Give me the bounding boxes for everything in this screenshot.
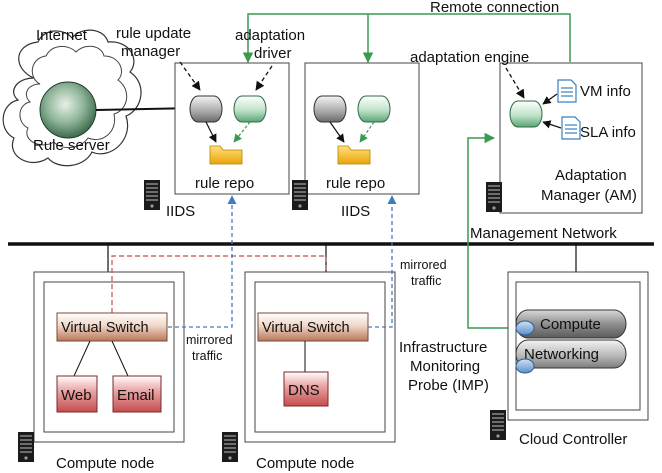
rule-repo-label-2: rule repo [326,175,385,192]
internet-label: Internet [36,27,88,44]
driver-to-repo-arrow [233,121,251,143]
iids-server-icon-2 [292,180,308,210]
adaptation-driver-label-line1: adaptation [235,27,305,44]
am-label-line1: Adaptation [555,167,627,184]
rum-to-repo-arrow [205,121,217,143]
dns-vm-label: DNS [288,382,320,399]
driver-pointer [255,65,273,91]
rule-update-manager-node [189,95,223,123]
sla-info-doc-icon [561,116,581,140]
networking-service-label: Networking [524,346,599,363]
adaptation-engine-label: adaptation engine [410,49,529,66]
adaptation-driver-node [233,95,267,123]
virtual-switch-1-label: Virtual Switch [61,320,149,336]
iids-server-icon-1 [144,180,160,210]
cloud-controller-server-icon [490,410,506,440]
compute-node-2-inner [254,281,386,433]
vs1-web-link [73,340,91,377]
virtual-switch-2-label: Virtual Switch [262,320,350,336]
rum-to-repo-arrow-2 [329,121,345,143]
bus-drops [107,244,577,272]
rule-update-manager-node-2 [313,95,347,123]
compute-node-2-label: Compute node [256,455,354,472]
engine-pointer [505,67,525,99]
rule-server-sphere [39,81,97,139]
mirrored-traffic-lines [168,195,397,328]
vm-info-arrow [542,93,558,105]
imp-label-line1: Infrastructure [399,339,487,356]
sla-info-label: SLA info [580,124,636,141]
management-network-label: Management Network [470,225,617,242]
adaptation-driver-label-line2: driver [254,45,292,62]
virtual-switch-2 [257,312,369,342]
cloud-controller-label: Cloud Controller [519,431,627,448]
mirrored-traffic-right-line2: traffic [411,274,441,288]
rum-pointer [179,61,201,91]
rule-repo-label-1: rule repo [195,175,254,192]
remote-connection-lines [242,13,571,64]
rule-server-label: Rule server [33,137,110,154]
imp-label-line2: Monitoring [410,358,480,375]
compute-node-2-server-icon [222,432,238,462]
web-vm [56,375,98,413]
rule-update-manager-label-line2: manager [121,43,180,60]
iids-box-2 [304,62,420,195]
imp-probe-dot-networking [515,358,535,374]
iids-label-2: IIDS [341,203,370,220]
dns-vm [283,371,329,407]
imp-connection-line [467,132,518,329]
compute-node-1-server-icon [18,432,34,462]
mirrored-traffic-left-line2: traffic [192,349,222,363]
rule-repo-folder-2 [337,145,371,165]
sla-info-arrow [542,120,562,129]
am-server-icon [486,182,502,212]
adaptation-engine-node [509,100,543,128]
email-vm-label: Email [117,387,155,404]
compute-node-1-label: Compute node [56,455,154,472]
email-vm [112,375,162,413]
remote-connection-label: Remote connection [430,0,559,16]
rule-update-manager-label-line1: rule update [116,25,191,42]
rule-repo-folder-1 [209,145,243,165]
web-vm-label: Web [61,387,92,404]
driver-to-repo-arrow-2 [359,121,375,143]
vm-info-label: VM info [580,83,631,100]
vs1-email-link [111,340,129,377]
imp-probe-dot-compute [515,320,535,336]
imp-label-line3: Probe (IMP) [408,377,489,394]
adaptation-driver-node-2 [357,95,391,123]
am-label-line2: Manager (AM) [541,187,637,204]
compute-service-label: Compute [540,316,601,333]
compute-service-pill [515,309,627,339]
vm-info-doc-icon [557,79,577,103]
iids-label-1: IIDS [166,203,195,220]
mirrored-traffic-left-line1: mirrored [186,333,233,347]
mirrored-traffic-right-line1: mirrored [400,258,447,272]
networking-service-pill [515,339,627,369]
